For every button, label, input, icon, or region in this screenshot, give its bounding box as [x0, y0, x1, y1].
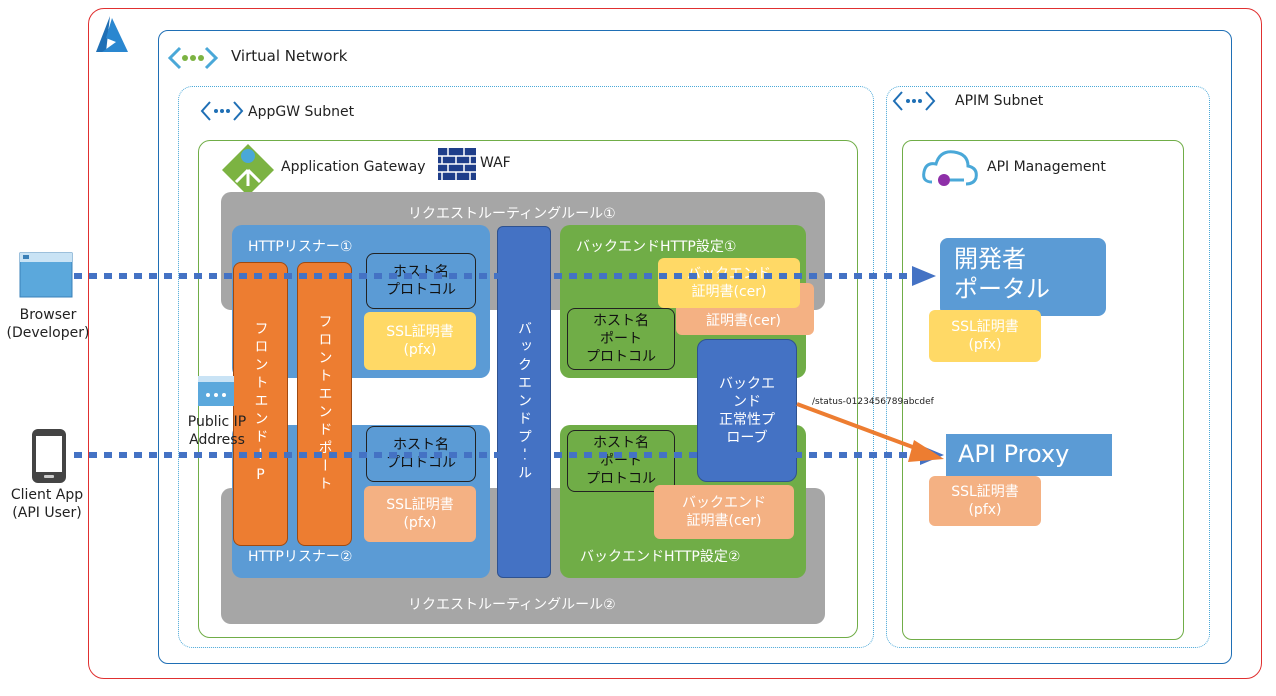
azure-boundary [88, 8, 1262, 679]
mobile-phone-icon [32, 429, 66, 483]
health-probe-arrowhead [908, 440, 944, 462]
api-management-label: API Management [987, 159, 1106, 175]
backend-setting-1-cert-back-label: 証明書(cer) [706, 313, 781, 329]
waf-label: WAF [480, 155, 511, 171]
backend-pool: バックエンドプール [497, 226, 551, 578]
virtual-network-icon [167, 46, 219, 70]
backend-http-setting-1-label: バックエンドHTTP設定① [576, 239, 737, 255]
virtual-network-label: Virtual Network [231, 47, 348, 65]
appgw-subnet-boundary [178, 86, 874, 648]
listener-2-ssl-cert: SSL証明書 (pfx) [364, 486, 476, 542]
backend-setting-1-cert-front: バックエンド 証明書(cer) [658, 258, 800, 308]
virtual-network-boundary [158, 30, 1232, 664]
appgw-subnet-label: AppGW Subnet [248, 104, 355, 120]
api-management-icon [922, 150, 978, 186]
api-management-boundary [902, 140, 1184, 640]
appgw-subnet-icon [200, 101, 244, 121]
http-listener-2-label: HTTPリスナー② [248, 549, 353, 565]
browser-icon [19, 252, 73, 298]
health-probe-path: /status-0123456789abcdef [812, 397, 934, 407]
frontend-ip: フロントエンドIP [233, 262, 288, 546]
health-probe-arrow-line [796, 402, 927, 454]
request-routing-rule-1-label: リクエストルーティングルール① [408, 206, 616, 222]
backend-health-probe: バックエ ンド 正常性プ ローブ [697, 339, 797, 482]
backend-setting-2-cert: バックエンド 証明書(cer) [654, 485, 794, 539]
public-ip-icon [198, 376, 234, 406]
developer-portal: 開発者 ポータル [940, 238, 1106, 316]
apim-subnet-label: APIM Subnet [955, 93, 1044, 109]
backend-http-setting-2-label: バックエンドHTTP設定② [580, 549, 741, 565]
request-routing-rule-2-label: リクエストルーティングルール② [408, 597, 616, 613]
firewall-icon [438, 148, 476, 180]
backend-setting-1-host-port-protocol: ホスト名 ポート プロトコル [567, 308, 675, 370]
application-gateway-label: Application Gateway [281, 159, 426, 175]
api-proxy-ssl-cert: SSL証明書 (pfx) [929, 476, 1041, 526]
listener-1-ssl-cert: SSL証明書 (pfx) [364, 312, 476, 370]
api-proxy: API Proxy [946, 434, 1112, 476]
backend-setting-2-host-port-protocol: ホスト名 ポート プロトコル [567, 430, 675, 492]
apim-subnet-boundary [886, 86, 1210, 648]
azure-logo-icon [96, 16, 128, 52]
client-app-label: Client App (API User) [10, 487, 84, 521]
apim-subnet-icon [892, 91, 936, 111]
browser-label: Browser (Developer) [6, 307, 90, 341]
application-gateway-icon [222, 144, 274, 196]
frontend-port: フロントエンドポート [297, 262, 352, 546]
browser-flow-arrowhead [912, 266, 936, 286]
developer-portal-ssl-cert: SSL証明書 (pfx) [929, 310, 1041, 362]
http-listener-1-label: HTTPリスナー① [248, 239, 353, 255]
public-ip-label: Public IP Address [187, 414, 247, 448]
